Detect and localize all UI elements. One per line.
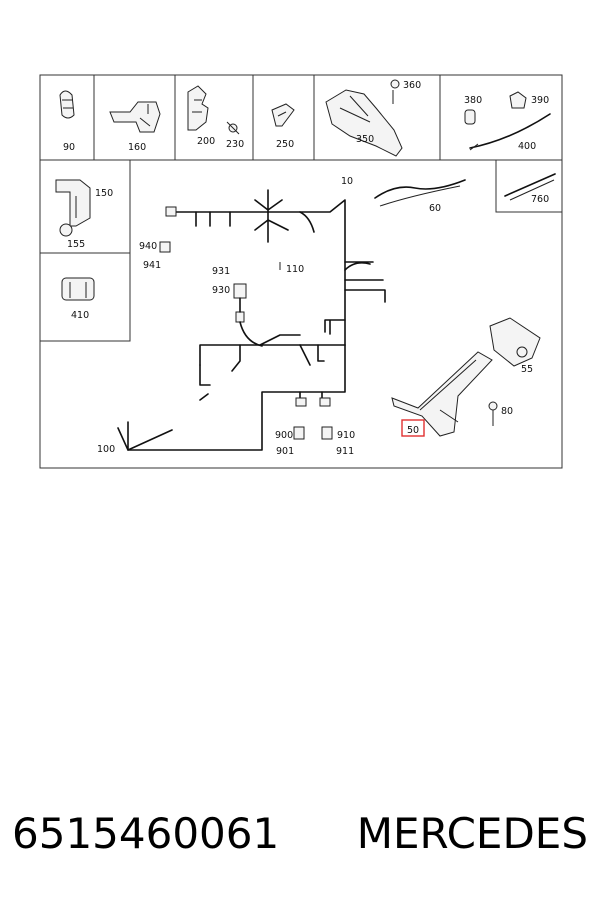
part-390-clip-icon (509, 91, 527, 109)
connector-930b (235, 311, 245, 323)
connector-930 (233, 283, 247, 299)
part-200-bracket-icon (187, 85, 209, 131)
label-250: 250 (276, 139, 294, 150)
label-390: 390 (531, 95, 549, 106)
label-50: 50 (407, 425, 419, 436)
label-911: 911 (336, 446, 354, 457)
connector-910 (321, 426, 333, 440)
label-80: 80 (501, 406, 513, 417)
label-60: 60 (429, 203, 441, 214)
part-55-bracket-icon (489, 317, 541, 367)
part-50-bracket-icon (391, 351, 493, 437)
label-55: 55 (521, 364, 533, 375)
part-60-harness-icon (374, 179, 466, 207)
label-160: 160 (128, 142, 146, 153)
part-380-clip-icon (464, 109, 476, 125)
part-80-bolt-icon (488, 401, 498, 426)
part-155-fastener-icon (59, 223, 73, 237)
label-150: 150 (95, 188, 113, 199)
label-931: 931 (212, 266, 230, 277)
box-760 (495, 159, 563, 213)
label-230: 230 (226, 139, 244, 150)
part-160-bracket-icon (109, 101, 161, 133)
label-410: 410 (71, 310, 89, 321)
label-155: 155 (67, 239, 85, 250)
part-150-bracket-icon (55, 179, 91, 227)
part-90-clip-icon (59, 90, 75, 119)
label-350: 350 (356, 134, 374, 145)
part-250-hook-icon (271, 103, 295, 127)
highlight-box-50 (401, 419, 425, 437)
label-360: 360 (403, 80, 421, 91)
part-400-tie-icon (469, 113, 551, 151)
label-760: 760 (531, 194, 549, 205)
part-350-bracket-icon (325, 89, 403, 157)
label-930: 930 (212, 285, 230, 296)
label-90: 90 (63, 142, 75, 153)
product-caption: 6515460061 MERCEDES (12, 798, 588, 868)
label-400: 400 (518, 141, 536, 152)
label-100: 100 (97, 444, 115, 455)
label-901: 901 (276, 446, 294, 457)
label-910: 910 (337, 430, 355, 441)
label-380: 380 (464, 95, 482, 106)
part-760-harness-icon (504, 173, 556, 201)
part-360-screw-icon (390, 79, 400, 104)
label-941: 941 (143, 260, 161, 271)
connector-900-top (295, 397, 307, 407)
connector-940 (159, 241, 171, 253)
box-410 (39, 252, 131, 342)
label-940: 940 (139, 241, 157, 252)
connector-910-top (319, 397, 331, 407)
connector-900 (293, 426, 305, 440)
label-900: 900 (275, 430, 293, 441)
part-410-holder-icon (61, 277, 95, 301)
label-200: 200 (197, 136, 215, 147)
part-230-bolt-icon (226, 121, 240, 135)
connector-940-housing (165, 206, 177, 217)
part-number: 6515460061 (12, 808, 280, 858)
label-10: 10 (341, 176, 353, 187)
brand-name: MERCEDES (356, 808, 588, 858)
main-harness-10 (117, 189, 386, 451)
label-110: 110 (286, 264, 304, 275)
